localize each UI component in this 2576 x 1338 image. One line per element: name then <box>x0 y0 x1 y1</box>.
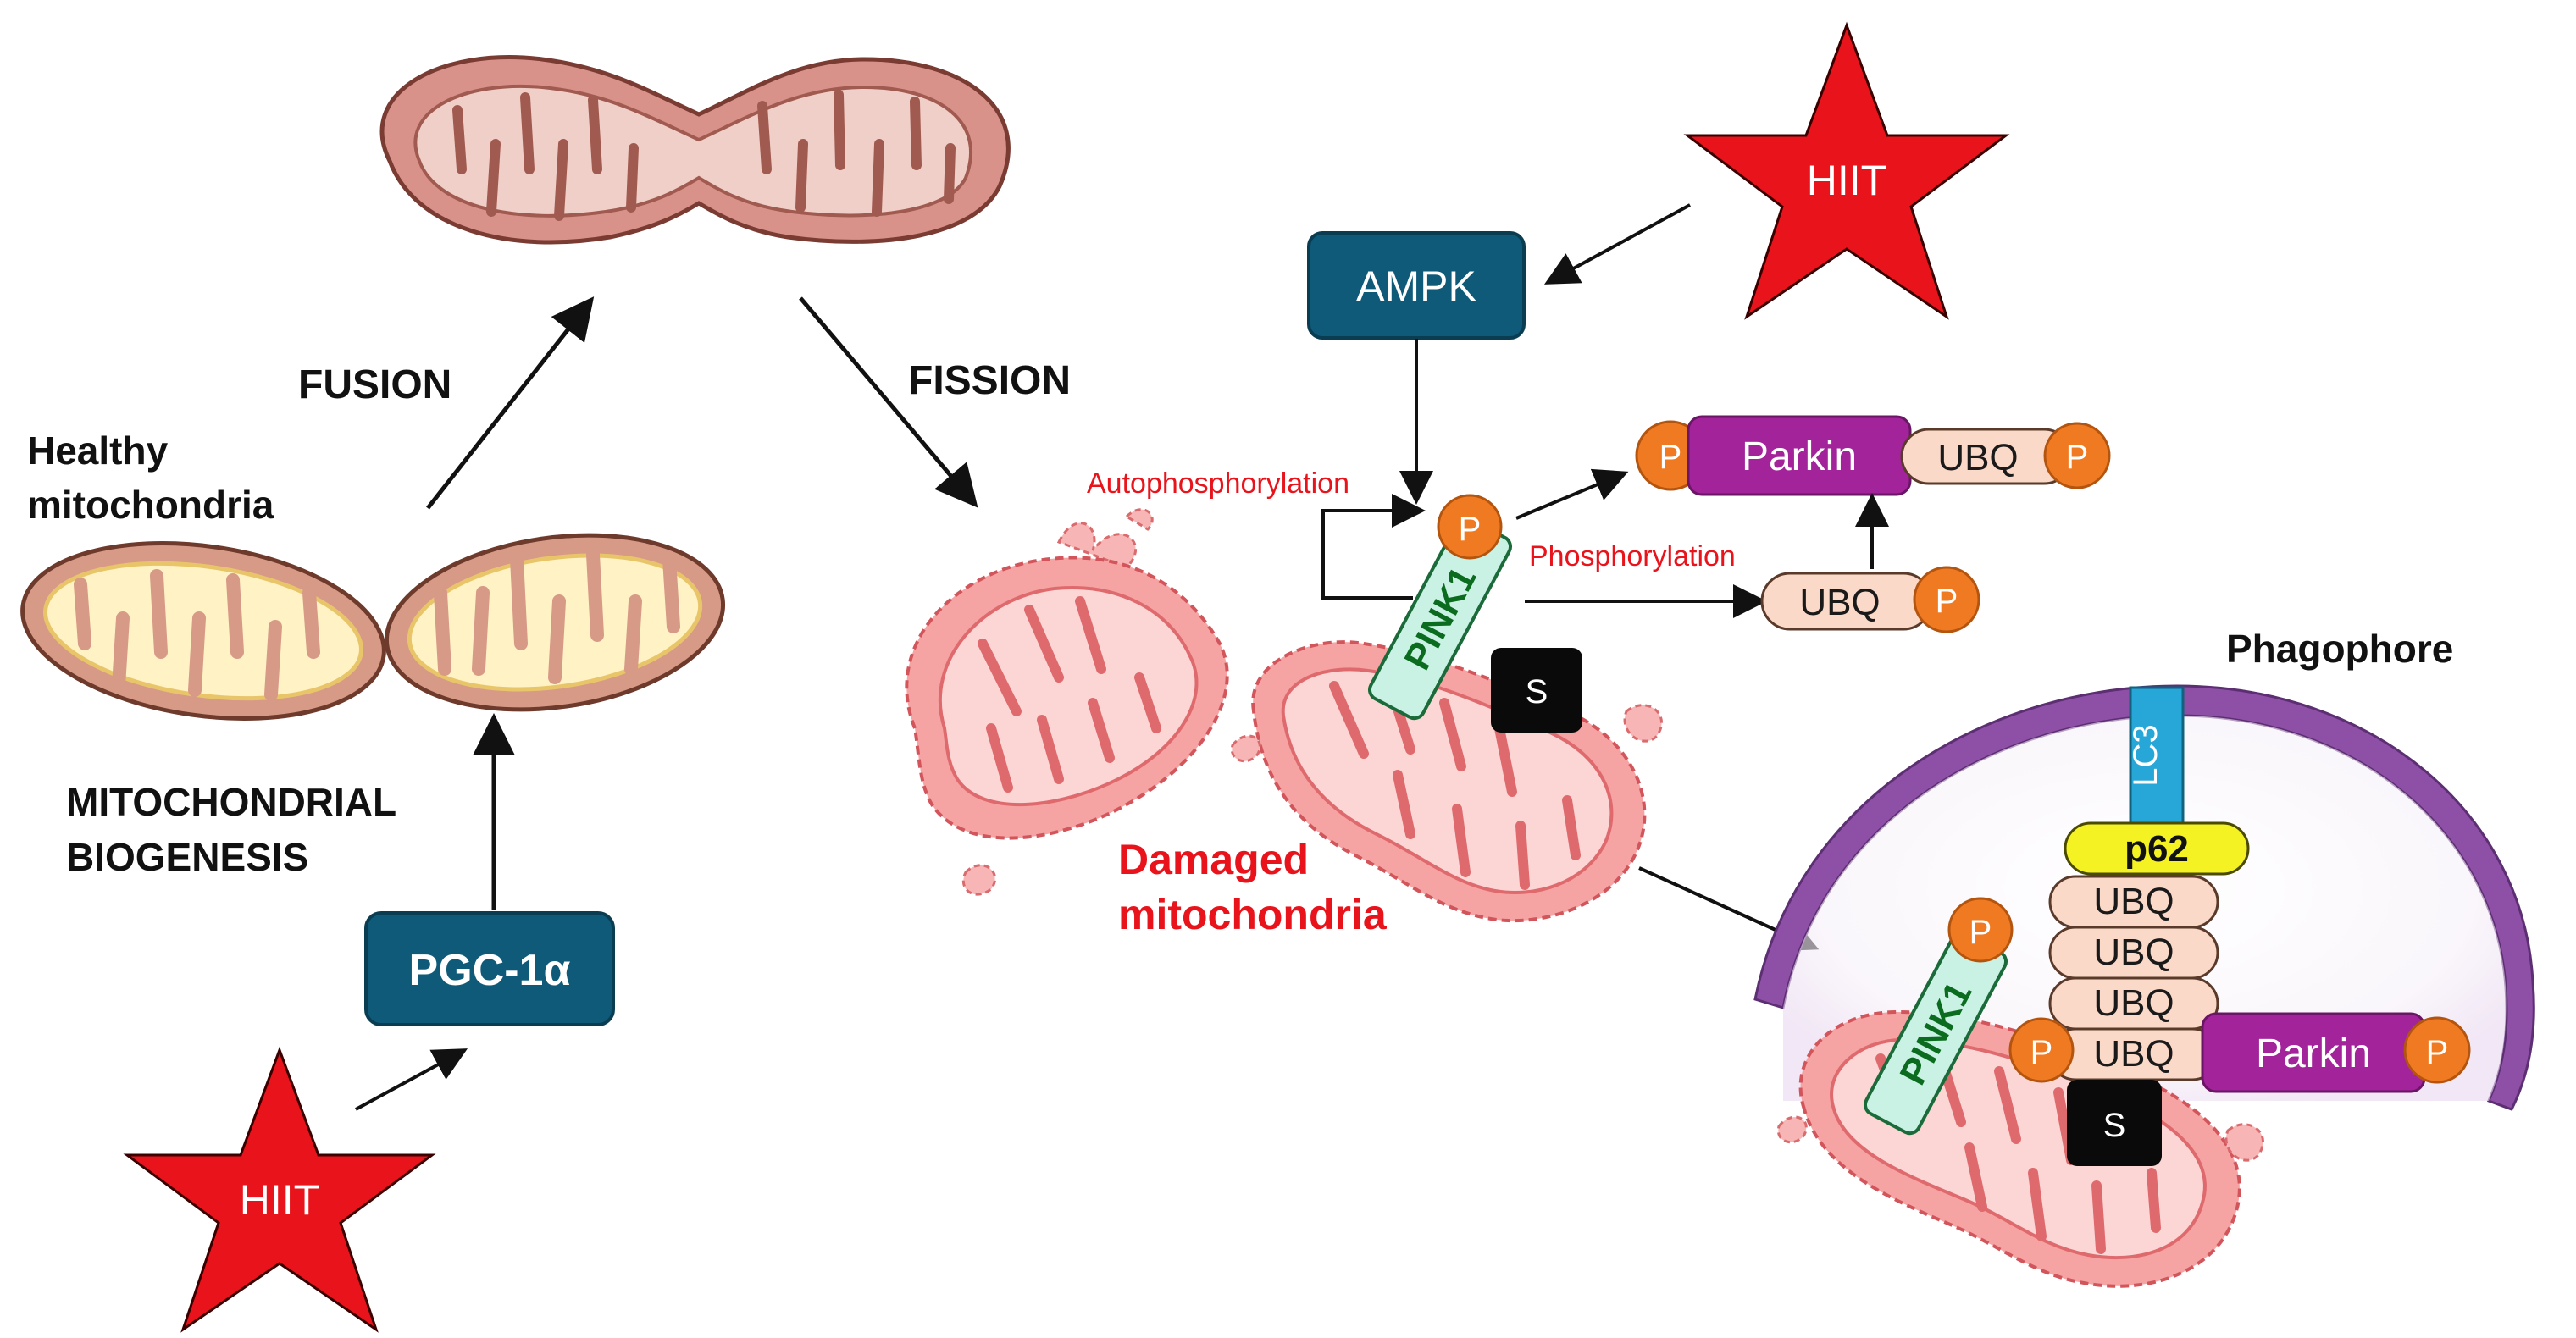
ubq-chain-1-label: UBQ <box>2093 881 2174 922</box>
healthy-mitochondria-label-1: Healthy <box>27 428 169 473</box>
autophosphorylation-label: Autophosphorylation <box>1087 467 1349 500</box>
fusion-label: FUSION <box>298 362 451 407</box>
parkin-top-ubq-label: UBQ <box>1937 437 2018 478</box>
arrow-pink1-to-parkin <box>1515 468 1629 520</box>
parkin-top-p-left: P <box>1659 439 1682 476</box>
ubq-chain-3-label: UBQ <box>2093 982 2174 1024</box>
fused-mitochondrion <box>379 55 1011 245</box>
ubq-chain-phospho: P <box>2008 1017 2075 1083</box>
hiit-star-bottom: HIIT <box>123 1046 436 1333</box>
ampk-label: AMPK <box>1356 263 1476 310</box>
ubq-phospho-complex: UBQ P <box>1760 566 1980 633</box>
arrow-fission-to-damaged <box>799 296 978 508</box>
ubq-chain-2-label: UBQ <box>2093 932 2174 973</box>
arrow-hiit-to-ampk <box>1543 203 1691 285</box>
healthy-mitochondrion-left <box>20 541 386 721</box>
damaged-mitochondria-label-2: mitochondria <box>1118 891 1388 938</box>
pink1-bottom-p-label: P <box>1969 914 1992 951</box>
fission-label: FISSION <box>908 358 1071 403</box>
substrate-box-top: S <box>1491 648 1582 733</box>
ubq-chain: UBQ UBQ UBQ UBQ <box>2048 875 2219 1081</box>
p62-adaptor: p62 <box>2064 821 2250 876</box>
ampk-box: AMPK <box>1307 231 1526 340</box>
lc3-label: LC3 <box>2127 724 2164 786</box>
damaged-mitochondrion-left <box>905 508 1229 896</box>
ubq-phospho-p-label: P <box>1936 583 1958 620</box>
pink1-bottom-phospho: P <box>1947 897 2014 963</box>
parkin-bottom-p-label: P <box>2426 1034 2449 1071</box>
pink1-top-p-label: P <box>1459 511 1482 548</box>
arrow-hiit-to-pgc1a <box>355 1048 468 1111</box>
parkin-bottom-label: Parkin <box>2256 1031 2371 1076</box>
ubq-phospho-ubq-label: UBQ <box>1799 582 1880 623</box>
hiit-star-top: HIIT <box>1683 21 2010 320</box>
pgc1a-box: PGC-1α <box>364 911 615 1026</box>
pgc1a-label: PGC-1α <box>409 946 571 995</box>
lc3-receptor: LC3 <box>2127 686 2185 825</box>
p62-label: p62 <box>2125 828 2189 870</box>
ubq-chain-p-label: P <box>2030 1034 2053 1071</box>
substrate-top-label: S <box>1526 673 1548 710</box>
pink1-top-phospho: P <box>1437 494 1503 560</box>
arrow-healthy-to-fusion <box>426 296 595 510</box>
phagophore-label: Phagophore <box>2226 627 2453 671</box>
mitochondrial-biogenesis-label-1: MITOCHONDRIAL <box>66 780 396 824</box>
hiit-bottom-label: HIIT <box>240 1176 319 1224</box>
parkin-complex-bottom: Parkin P <box>2201 1012 2471 1093</box>
autophosphorylation-loop-arrow <box>1321 494 1426 600</box>
parkin-complex-top: P Parkin UBQ P <box>1635 415 2111 496</box>
substrate-bottom-label: S <box>2103 1107 2126 1144</box>
healthy-mitochondrion-right <box>384 533 726 712</box>
phosphorylation-label: Phosphorylation <box>1529 540 1736 572</box>
damaged-mitochondria-label-1: Damaged <box>1118 836 1309 883</box>
mitochondrial-biogenesis-label-2: BIOGENESIS <box>66 835 308 879</box>
substrate-box-bottom: S <box>2067 1080 2162 1166</box>
healthy-mitochondria-label-2: mitochondria <box>27 483 274 527</box>
ubq-chain-4-label: UBQ <box>2093 1033 2174 1075</box>
parkin-top-p-right: P <box>2066 439 2089 476</box>
hiit-top-label: HIIT <box>1807 157 1886 204</box>
parkin-top-label: Parkin <box>1742 434 1857 479</box>
